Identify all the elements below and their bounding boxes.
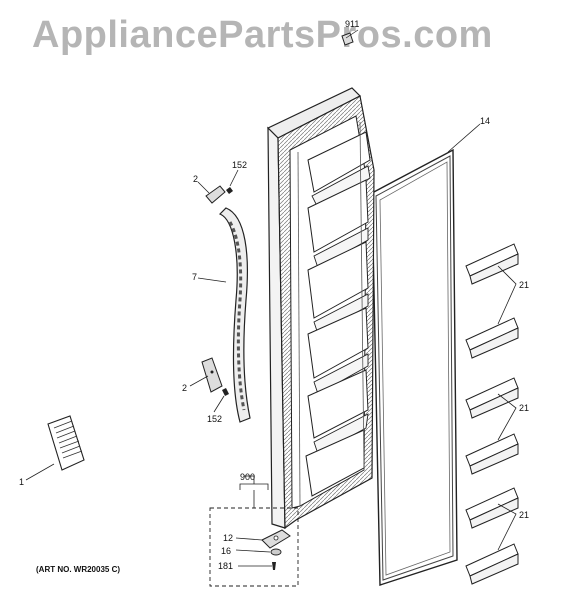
callout-900: 900 [240, 472, 256, 482]
part-152-screw-top[interactable] [226, 169, 239, 194]
part-21-bin-1[interactable] [465, 243, 519, 285]
part-21-bin-6[interactable] [465, 543, 519, 585]
watermark-logo: AppliancePartsPros.com [32, 14, 493, 56]
fresh-food-door-assembly[interactable] [266, 87, 375, 530]
callout-7: 7 [192, 272, 198, 282]
callout-14: 14 [480, 116, 491, 126]
part-2-handle-cap-top[interactable] [197, 181, 226, 204]
part-2-handle-cap-bottom[interactable] [189, 357, 223, 393]
callout-21-c: 21 [519, 510, 530, 520]
part-21-bin-5[interactable] [465, 487, 519, 529]
part-911-plug[interactable] [341, 29, 359, 46]
callout-181: 181 [218, 561, 234, 571]
part-21-bin-3[interactable] [465, 377, 519, 419]
part-21-bin-2[interactable] [465, 317, 519, 359]
part-1-owners-manual[interactable] [25, 415, 85, 481]
callout-2-bottom: 2 [182, 383, 188, 393]
callout-2-top: 2 [193, 174, 199, 184]
callout-1: 1 [19, 477, 25, 487]
part-14-door-gasket[interactable] [371, 123, 481, 586]
part-7-door-handle[interactable] [197, 207, 251, 423]
part-900-hinge-kit[interactable] [209, 475, 299, 587]
callout-21-b: 21 [519, 403, 530, 413]
callout-16: 16 [221, 546, 232, 556]
part-21-bin-4[interactable] [465, 433, 519, 475]
art-number: (ART NO. WR20035 C) [36, 565, 121, 574]
part-152-screw-bottom[interactable] [213, 388, 229, 413]
callout-911: 911 [345, 19, 360, 29]
callout-152-bottom: 152 [207, 414, 223, 424]
part-21-leader-lines [497, 265, 517, 551]
callout-12: 12 [223, 533, 234, 543]
callout-152-top: 152 [232, 160, 248, 170]
callout-21-a: 21 [519, 280, 530, 290]
